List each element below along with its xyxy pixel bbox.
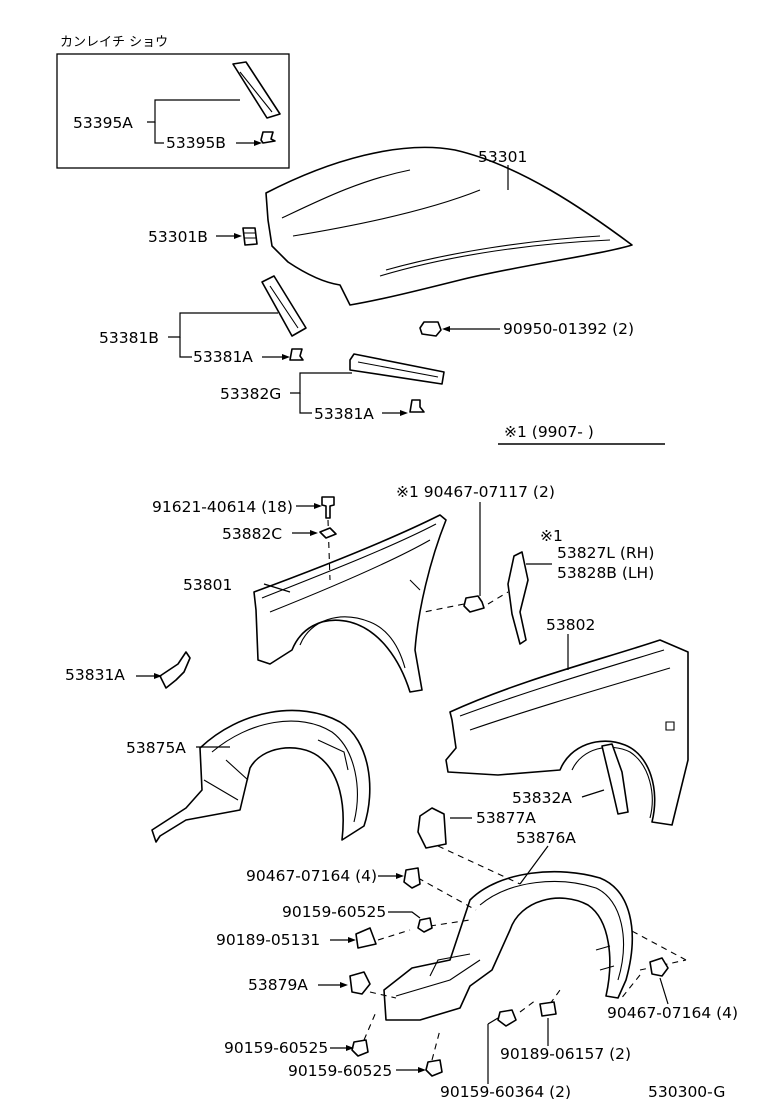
hood-53301[interactable] xyxy=(265,146,633,306)
label-91621-40614: 91621-40614 (18) xyxy=(152,498,293,516)
leader-53395B-branch xyxy=(154,122,164,144)
label-53381A: 53381A xyxy=(193,348,253,366)
label-53877A: 53877A xyxy=(476,809,536,827)
note-header: ※1 (9907- ) xyxy=(504,423,594,441)
nut-90189-06157[interactable] xyxy=(539,1001,557,1017)
label-53827L: 53827L (RH) xyxy=(557,544,654,562)
bracket-53877A[interactable] xyxy=(417,807,447,849)
label-90467-07164-left: 90467-07164 (4) xyxy=(246,867,377,885)
cushion-53301B[interactable] xyxy=(242,227,258,246)
screw-90159-60525-b[interactable] xyxy=(351,1039,369,1057)
seal-53381B[interactable] xyxy=(261,275,307,337)
kit-box-title: カンレイチ ショウ xyxy=(60,35,168,50)
label-53882C: 53882C xyxy=(222,525,282,543)
kit-box-frame xyxy=(56,53,290,169)
clip-90467-07164-left[interactable] xyxy=(403,867,421,889)
label-90189-05131: 90189-05131 xyxy=(216,931,320,949)
clip-90950-01392[interactable] xyxy=(419,321,442,337)
bracket-53827L-53828B[interactable] xyxy=(507,551,529,645)
label-53876A: 53876A xyxy=(516,829,576,847)
label-53831A: 53831A xyxy=(65,666,125,684)
label-53395B: 53395B xyxy=(166,134,226,152)
label-53801: 53801 xyxy=(183,576,232,594)
nut-90189-05131[interactable] xyxy=(355,927,377,949)
label-53381A-2: 53381A xyxy=(314,405,374,423)
seal-strip-53395A[interactable] xyxy=(232,61,281,119)
label-90159-60525-a: 90159-60525 xyxy=(282,903,386,921)
clip-90467-07164-right[interactable] xyxy=(649,957,669,977)
label-90159-60525-c: 90159-60525 xyxy=(288,1062,392,1080)
label-note-mark: ※1 xyxy=(540,527,563,545)
fender-53802[interactable] xyxy=(445,639,689,826)
label-90159-60364: 90159-60364 (2) xyxy=(440,1083,571,1101)
clip-90467-07117[interactable] xyxy=(463,595,485,613)
figure-code: 530300-G xyxy=(648,1083,725,1101)
clip-53381A-2[interactable] xyxy=(409,399,425,413)
liner-53875A[interactable] xyxy=(151,709,371,843)
kit-box: カンレイチ ショウ 53395A 53395B xyxy=(56,35,290,169)
label-53301B: 53301B xyxy=(148,228,208,246)
label-53382G: 53382G xyxy=(220,385,281,403)
label-53301: 53301 xyxy=(478,148,527,166)
bracket-53879A[interactable] xyxy=(349,971,371,995)
label-53381B: 53381B xyxy=(99,329,159,347)
leader-53381B xyxy=(168,312,278,338)
label-90467-07117: ※1 90467-07117 (2) xyxy=(396,483,555,501)
label-53395A: 53395A xyxy=(73,114,133,132)
bracket-53831A[interactable] xyxy=(159,651,191,689)
label-90159-60525-b: 90159-60525 xyxy=(224,1039,328,1057)
label-53879A: 53879A xyxy=(248,976,308,994)
washer-53882C[interactable] xyxy=(319,527,337,539)
label-90467-07164-right: 90467-07164 (4) xyxy=(607,1004,738,1022)
fender-53801[interactable] xyxy=(253,514,447,693)
label-53828B: 53828B (LH) xyxy=(557,564,654,582)
clip-53381A[interactable] xyxy=(289,348,304,361)
bracket-53832A[interactable] xyxy=(601,743,629,815)
clip-53395B[interactable] xyxy=(260,131,276,144)
screw-90159-60364[interactable] xyxy=(497,1009,517,1027)
label-53875A: 53875A xyxy=(126,739,186,757)
screw-90159-60525-a[interactable] xyxy=(417,917,433,933)
label-53802: 53802 xyxy=(546,616,595,634)
label-90189-06157: 90189-06157 (2) xyxy=(500,1045,631,1063)
screw-90159-60525-c[interactable] xyxy=(425,1059,443,1077)
label-90950-01392: 90950-01392 (2) xyxy=(503,320,634,338)
leader-53395A xyxy=(147,99,240,123)
bolt-91621-40614[interactable] xyxy=(321,496,335,519)
label-53832A: 53832A xyxy=(512,789,572,807)
liner-53876A[interactable] xyxy=(383,870,633,1021)
